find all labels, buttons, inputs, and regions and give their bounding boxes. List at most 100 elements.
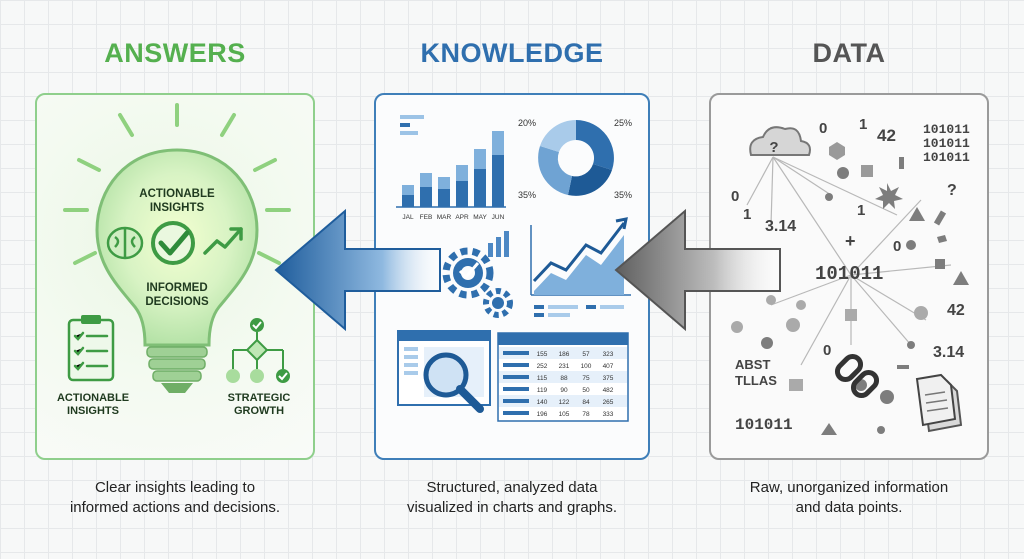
table-row-bar xyxy=(503,363,529,367)
bar-dark xyxy=(420,187,432,207)
table-cell: 231 xyxy=(559,363,570,370)
number-42-top: 42 xyxy=(877,126,896,145)
bulb-top-label-line2: INSIGHTS xyxy=(150,202,205,214)
bulb-top-label: ACTIONABLE xyxy=(139,188,215,200)
magnifier-icon xyxy=(423,352,484,413)
table-cell: 186 xyxy=(559,351,570,358)
number-pi-left: 3.14 xyxy=(765,218,796,235)
table-cell: 90 xyxy=(560,387,568,394)
knowledge-caption-line-1: Structured, analyzed data xyxy=(426,479,598,496)
table-row-bar xyxy=(503,411,529,415)
table-cell: 100 xyxy=(581,363,592,370)
donut-label-3: 35% xyxy=(518,190,536,200)
answers-heading: ANSWERS xyxy=(104,38,246,68)
number-0-top: 0 xyxy=(819,120,827,137)
table-cell: 333 xyxy=(603,411,614,418)
number-0-bottom: 0 xyxy=(823,342,831,359)
left-label: ACTIONABLE xyxy=(57,392,129,404)
table-cell: 323 xyxy=(603,351,614,358)
table-cell: 265 xyxy=(603,399,614,406)
table-cell: 78 xyxy=(582,411,590,418)
binary-block-line-3: 101011 xyxy=(923,150,970,165)
donut-slice-1 xyxy=(576,120,614,170)
table-cell: 50 xyxy=(582,387,590,394)
data-caption-line-1: Raw, unorganized information xyxy=(749,479,949,496)
number-1-mid: 1 xyxy=(857,202,865,219)
table-cell: 196 xyxy=(537,411,548,418)
knowledge-caption: Structured, analyzed data visualized in … xyxy=(362,478,662,518)
bar-month-label: FEB xyxy=(420,214,433,221)
bar-dark xyxy=(492,155,504,207)
abst-line-1: ABST xyxy=(735,357,770,372)
data-panel: ? xyxy=(709,93,989,460)
binary-center: 101011 xyxy=(815,263,883,285)
binary-block-line-2: 101011 xyxy=(923,136,970,151)
table-cell: 252 xyxy=(537,363,548,370)
clipboard-checklist-icon xyxy=(67,315,115,382)
table-row-bar xyxy=(503,375,529,379)
table-cell: 88 xyxy=(560,375,568,382)
table-cell: 375 xyxy=(603,375,614,382)
table-cell: 122 xyxy=(559,399,570,406)
table-row-bg xyxy=(499,371,627,383)
bar-dark xyxy=(402,195,414,207)
table-row-bar xyxy=(503,399,529,403)
answers-caption-line-2: informed actions and decisions. xyxy=(69,499,281,516)
scattered-shapes xyxy=(731,142,969,435)
spreadsheet-window-icon xyxy=(397,330,491,413)
brain-icon xyxy=(106,226,144,260)
answers-caption-line-1: Clear insights leading to xyxy=(94,479,256,496)
right-label: STRATEGIC xyxy=(228,392,291,404)
answers-panel: ACTIONABLE INSIGHTS INFORMED DECISIONS A… xyxy=(35,93,315,460)
table-cell: 155 xyxy=(537,351,548,358)
donut-label-4: 35% xyxy=(614,190,632,200)
table-row-bg xyxy=(499,347,627,359)
table-row-bar xyxy=(503,387,529,391)
table-cell: 75 xyxy=(582,375,590,382)
abst-line-2: TLLAS xyxy=(735,373,777,388)
bulb-bottom-label: INFORMED xyxy=(146,282,207,294)
bar-month-label: MAR xyxy=(437,214,452,221)
table-cell: 115 xyxy=(537,375,548,382)
bar-month-label: MAY xyxy=(473,214,487,221)
number-1-left: 1 xyxy=(743,206,751,223)
donut-slice-4 xyxy=(540,120,576,152)
light-rays xyxy=(63,103,291,265)
cloud-question-icon: ? xyxy=(749,126,811,156)
question-mark: ? xyxy=(947,182,957,199)
svg-text:?: ? xyxy=(769,139,778,156)
data-illustration: ? xyxy=(731,116,970,435)
bar-month-label: APR xyxy=(455,214,469,221)
binary-bottom: 101011 xyxy=(735,416,793,434)
table-row-bar xyxy=(503,351,529,355)
knowledge-heading: KNOWLEDGE xyxy=(420,38,604,68)
bulb-base-icon xyxy=(146,346,208,393)
checkmark-circle-icon xyxy=(151,221,195,265)
table-row-bg xyxy=(499,395,627,407)
bar-month-label: JAL xyxy=(402,214,414,221)
table-cell: 482 xyxy=(603,387,614,394)
bar-month-label: JUN xyxy=(492,214,505,221)
table-cell: 407 xyxy=(603,363,614,370)
donut-slice-3 xyxy=(538,146,572,195)
data-caption: Raw, unorganized information and data po… xyxy=(699,478,999,518)
broken-link-icon xyxy=(834,353,880,399)
table-cell: 119 xyxy=(537,387,548,394)
data-caption-line-2: and data points. xyxy=(795,499,903,516)
connector-lines xyxy=(746,156,952,366)
table-cell: 57 xyxy=(582,351,590,358)
number-42-right: 42 xyxy=(947,302,965,319)
number-0-left: 0 xyxy=(731,188,739,205)
data-table: 155 186 57 323 252 231 100 407 115 88 75 375 119 90 50… xyxy=(497,332,629,422)
data-heading: DATA xyxy=(812,38,886,68)
bar-dark xyxy=(474,169,486,207)
donut-label-2: 25% xyxy=(614,118,632,128)
bar-dark xyxy=(438,189,450,207)
left-label-line2: INSIGHTS xyxy=(67,405,119,417)
donut-chart: 20% 25% 35% 35% xyxy=(518,118,632,200)
number-1-top: 1 xyxy=(859,116,867,133)
document-icon xyxy=(915,373,963,433)
